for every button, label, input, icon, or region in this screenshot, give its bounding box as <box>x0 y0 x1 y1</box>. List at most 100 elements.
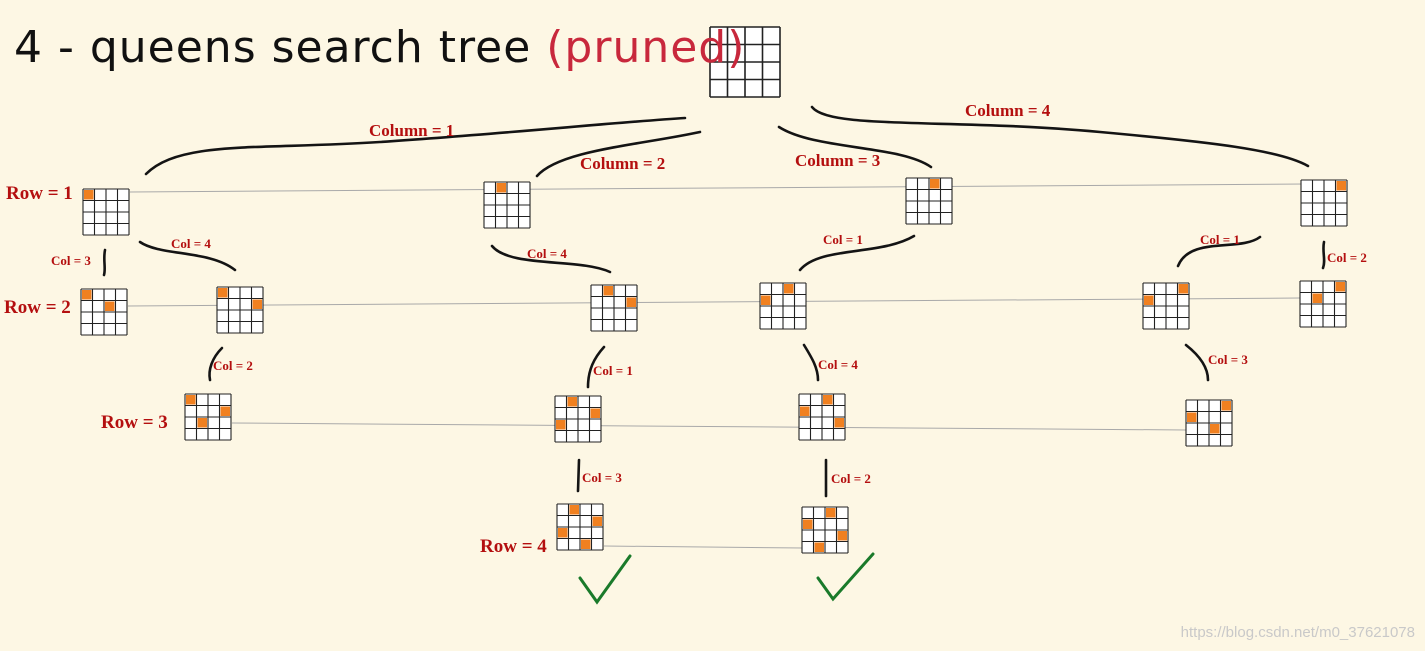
queen-cell <box>556 420 566 430</box>
board-c1-3 <box>80 288 128 336</box>
edge-c4-1-3 <box>1184 343 1210 382</box>
queen-cell <box>1187 412 1197 422</box>
queen-cell <box>814 542 824 552</box>
queen-cell <box>784 284 794 294</box>
edge-c3-1 <box>798 234 916 272</box>
board-c1-4 <box>216 286 264 334</box>
edge-label: Col = 2 <box>1327 250 1367 265</box>
board-c1 <box>82 188 130 236</box>
edge-label: Col = 4 <box>527 246 567 261</box>
edge-label: Col = 1 <box>1200 232 1240 247</box>
edge-c2-4 <box>490 244 612 274</box>
queen-cell <box>803 519 813 529</box>
edge-c1-3 <box>102 248 107 277</box>
queen-cell <box>82 290 92 300</box>
queen-cell <box>220 406 230 416</box>
queen-cell <box>1221 401 1231 411</box>
check-icon <box>816 552 875 602</box>
column-label-3: Column = 3 <box>795 151 881 170</box>
edge-label: Col = 4 <box>171 236 211 251</box>
queen-cell <box>837 531 847 541</box>
check-icon <box>578 554 632 605</box>
row-label-2: Row = 2 <box>4 297 71 318</box>
queen-cell <box>569 505 579 515</box>
edge-root-c4 <box>810 105 1310 168</box>
edge-root-c1 <box>144 116 687 176</box>
board-c2-4 <box>590 284 638 332</box>
queen-cell <box>218 288 228 298</box>
board-c3-1 <box>759 282 807 330</box>
edge-c1-4 <box>138 240 237 272</box>
queen-cell <box>186 395 196 405</box>
queen-cell <box>823 395 833 405</box>
queen-cell <box>592 516 602 526</box>
queen-cell <box>252 299 262 309</box>
queen-cell <box>1312 293 1322 303</box>
queen-cell <box>84 190 94 200</box>
row-line-4 <box>603 545 804 549</box>
queen-cell <box>834 418 844 428</box>
board-root <box>709 26 781 98</box>
diagram-title: 4 - queens search tree (pruned) <box>14 22 745 73</box>
queen-cell <box>1178 284 1188 294</box>
queen-cell <box>603 286 613 296</box>
edge-c2-4-1-3 <box>576 458 581 493</box>
board-c2 <box>483 181 531 229</box>
queen-cell <box>105 301 115 311</box>
queen-cell <box>197 418 207 428</box>
edge-c1-4-2 <box>208 346 224 382</box>
watermark: https://blog.csdn.net/m0_37621078 <box>1180 624 1415 641</box>
row-line-3 <box>231 422 1187 431</box>
queen-cell <box>496 183 506 193</box>
queen-cell <box>930 179 940 189</box>
board-c4-2 <box>1299 280 1347 328</box>
queen-cell <box>1144 295 1154 305</box>
queen-cell <box>558 528 568 538</box>
column-label-4: Column = 4 <box>965 101 1051 120</box>
row-guide-lines <box>127 183 1306 549</box>
row-line-2 <box>127 297 1301 307</box>
queen-cell <box>1335 282 1345 292</box>
board-c4 <box>1300 179 1348 227</box>
row-label-1: Row = 1 <box>6 183 73 204</box>
edge-label: Col = 3 <box>51 253 91 268</box>
board-c2-4-1-3 <box>556 503 604 551</box>
edge-root-c2 <box>535 130 702 178</box>
edge-label: Col = 1 <box>593 363 633 378</box>
board-c4-1 <box>1142 282 1190 330</box>
edge-c4-2 <box>1321 240 1326 270</box>
board-layer <box>80 26 1348 554</box>
edge-label: Col = 2 <box>213 358 253 373</box>
tree-edges <box>102 105 1326 498</box>
edge-c2-4-1 <box>586 345 606 389</box>
board-c3-1-4-2 <box>801 506 849 554</box>
queen-cell <box>800 406 810 416</box>
row-label-4: Row = 4 <box>480 536 547 557</box>
board-c4-1-3 <box>1185 399 1233 447</box>
queen-cell <box>1336 181 1346 191</box>
queen-cell <box>1210 424 1220 434</box>
queen-cell <box>761 295 771 305</box>
edge-label: Col = 2 <box>831 471 871 486</box>
queen-cell <box>581 539 591 549</box>
board-c3-1-4 <box>798 393 846 441</box>
edge-c4-1 <box>1176 235 1262 268</box>
board-c1-4-2 <box>184 393 232 441</box>
board-c2-4-1 <box>554 395 602 443</box>
title-sub: (pruned) <box>546 22 746 73</box>
edge-label: Col = 1 <box>823 232 863 247</box>
column-label-1: Column = 1 <box>369 121 455 140</box>
edge-c3-1-4 <box>802 343 820 382</box>
edge-label: Col = 3 <box>1208 352 1248 367</box>
queen-cell <box>826 508 836 518</box>
queen-cell <box>567 397 577 407</box>
edge-root-c3 <box>777 125 933 169</box>
title-main: 4 - queens search tree <box>14 22 532 73</box>
row-line-1 <box>129 183 1306 193</box>
edge-label: Col = 4 <box>818 357 858 372</box>
edge-label: Col = 3 <box>582 470 622 485</box>
solution-checks <box>578 552 875 605</box>
queen-cell <box>590 408 600 418</box>
board-c3 <box>905 177 953 225</box>
